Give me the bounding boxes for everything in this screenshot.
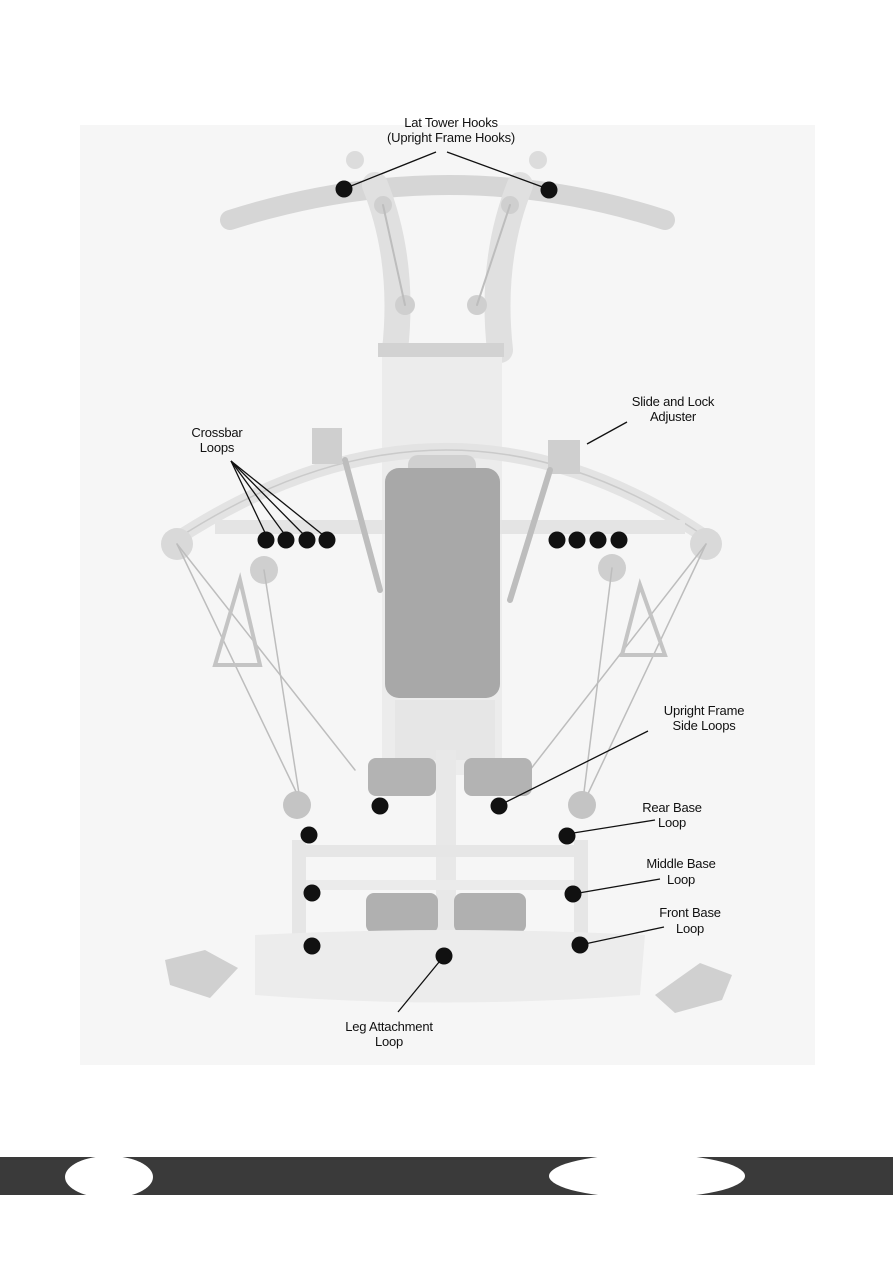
crossbar-loop-right-3-marker [589,531,607,549]
leader-lines [230,151,665,1013]
middle-base-loop-left-marker [303,884,321,902]
rear-base-loop-right-marker [558,827,576,845]
side-loop-right-marker [490,797,508,815]
crossbar-loop-left-2-marker [277,531,295,549]
label-upright-side-2: Side Loops [672,718,736,733]
label-front-base-1: Front Base [659,905,721,920]
crossbar-loop-right-1-marker [548,531,566,549]
lat-hook-right-marker [540,181,558,199]
label-slide-lock-1: Slide and Lock [632,394,715,409]
label-rear-base-2: Loop [658,815,686,830]
label-slide-lock-2: Adjuster [650,409,697,424]
side-loop-left-marker [371,797,389,815]
label-lat-tower-hooks-2: (Upright Frame Hooks) [387,130,515,145]
crossbar-loop-left-3-marker [298,531,316,549]
loop-markers [257,180,628,965]
front-base-loop-right-marker [571,936,589,954]
crossbar-loop-right-4-marker [610,531,628,549]
label-rear-base-1: Rear Base [642,800,702,815]
label-front-base-2: Loop [676,921,704,936]
label-leg-attach-1: Leg Attachment [345,1019,433,1034]
lat-hook-left-marker [335,180,353,198]
footer-page-tab-left [65,1156,153,1198]
label-upright-side-1: Upright Frame [664,703,744,718]
label-leg-attach-2: Loop [375,1034,403,1049]
rear-base-loop-left-marker [300,826,318,844]
label-lat-tower-hooks-1: Lat Tower Hooks [404,115,498,130]
crossbar-loop-right-2-marker [568,531,586,549]
crossbar-loop-left-1-marker [257,531,275,549]
crossbar-loop-left-4-marker [318,531,336,549]
label-crossbar-loops-1: Crossbar [191,425,243,440]
label-middle-base-1: Middle Base [646,856,715,871]
label-crossbar-loops-2: Loops [200,440,235,455]
front-base-loop-left-marker [303,937,321,955]
footer-page-tab-right [549,1154,745,1198]
middle-base-loop-right-marker [564,885,582,903]
label-middle-base-2: Loop [667,872,695,887]
machine-illustration [161,151,732,1013]
leg-attachment-loop-marker [435,947,453,965]
